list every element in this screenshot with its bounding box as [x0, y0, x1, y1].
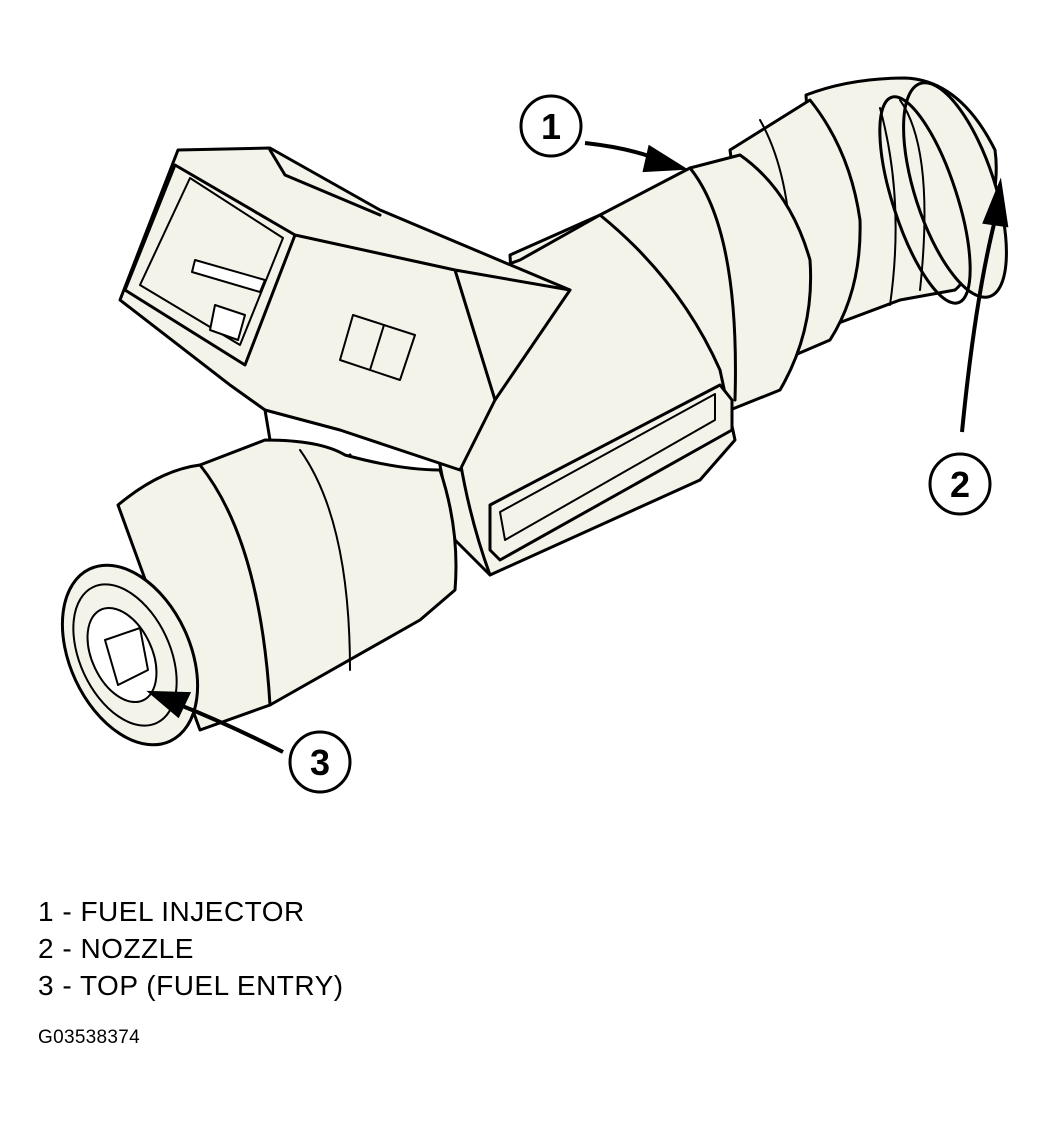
svg-text:3: 3 — [310, 742, 330, 783]
svg-text:2: 2 — [950, 464, 970, 505]
fuel-entry-end — [60, 438, 458, 747]
figure-id: G03538374 — [38, 1027, 141, 1048]
callout-2-arrow — [960, 177, 1009, 433]
callout-3: 3 — [288, 730, 352, 794]
svg-text:1: 1 — [541, 106, 561, 147]
callout-2: 2 — [928, 452, 992, 516]
legend-item-nozzle: 2 - NOZZLE — [38, 933, 194, 964]
legend-item-top-fuel-entry: 3 - TOP (FUEL ENTRY) — [38, 970, 344, 1001]
legend-item-fuel-injector: 1 - FUEL INJECTOR — [38, 896, 305, 927]
fuel-injector-diagram: 1 2 3 — [60, 76, 1009, 794]
callout-3-arrow — [146, 690, 284, 754]
electrical-connector — [118, 146, 572, 482]
legend: 1 - FUEL INJECTOR 2 - NOZZLE 3 - TOP (FU… — [38, 893, 344, 1004]
callout-1: 1 — [519, 94, 583, 158]
callout-1-arrow — [584, 141, 689, 173]
